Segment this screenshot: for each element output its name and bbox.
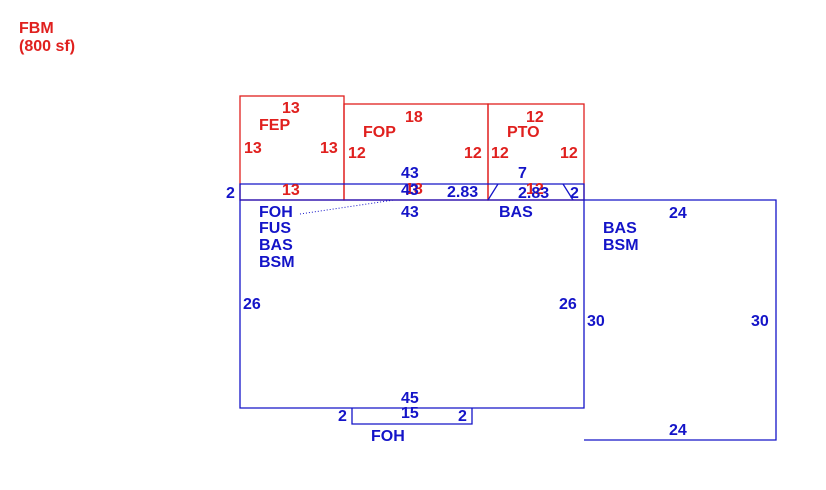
fep-bottom-dim: 13 bbox=[282, 182, 300, 199]
fop-bottom-dim: 18 bbox=[405, 181, 423, 198]
pto-label: PTO bbox=[507, 124, 540, 141]
east-code-1: BAS bbox=[603, 220, 637, 237]
fep-label: FEP bbox=[259, 117, 290, 134]
bump-right-dim: 2 bbox=[458, 408, 467, 425]
fep-right-dim: 13 bbox=[320, 140, 338, 157]
east-left-dim: 30 bbox=[587, 313, 605, 330]
bump-outline bbox=[351, 408, 473, 425]
strip-diagonal-left bbox=[487, 183, 499, 201]
bump-left-dim: 2 bbox=[338, 408, 347, 425]
main-outline bbox=[239, 183, 585, 409]
fep-top-dim: 13 bbox=[282, 100, 300, 117]
east-outline bbox=[584, 199, 777, 441]
main-code-2: FUS bbox=[259, 220, 291, 237]
main-notch-label: BAS bbox=[499, 204, 533, 221]
fop-top-dim: 18 bbox=[405, 109, 423, 126]
bump-top-dim: 15 bbox=[401, 405, 419, 422]
fep-left-dim: 13 bbox=[244, 140, 262, 157]
strip-diagonal-right bbox=[562, 183, 574, 201]
fop-label: FOP bbox=[363, 124, 396, 141]
pto-bottom-dim: 12 bbox=[526, 181, 544, 198]
east-right-dim: 30 bbox=[751, 313, 769, 330]
fop-left-dim: 12 bbox=[348, 145, 366, 162]
main-code-4: BSM bbox=[259, 254, 295, 271]
main-code-3: BAS bbox=[259, 237, 293, 254]
fop-right-dim: 12 bbox=[464, 145, 482, 162]
strip-bottom-dim: 43 bbox=[401, 182, 419, 199]
east-top-dim: 24 bbox=[669, 205, 687, 222]
main-code-1: FOH bbox=[259, 204, 293, 221]
strip-diagonal-dim-right: 2.83 bbox=[518, 185, 549, 202]
main-bottom-dim: 45 bbox=[401, 390, 419, 407]
strip-left-dim: 2 bbox=[226, 185, 235, 202]
legend-area: (800 sf) bbox=[19, 38, 75, 55]
pto-right-dim: 12 bbox=[560, 145, 578, 162]
east-code-2: BSM bbox=[603, 237, 639, 254]
east-bottom-dim: 24 bbox=[669, 422, 687, 439]
bump-label: FOH bbox=[371, 428, 405, 445]
pto-left-dim: 12 bbox=[491, 145, 509, 162]
main-right-dim: 26 bbox=[559, 296, 577, 313]
main-left-dim: 26 bbox=[243, 296, 261, 313]
leader-line bbox=[299, 199, 395, 215]
legend-code: FBM bbox=[19, 20, 54, 37]
strip-notch-dim: 7 bbox=[518, 165, 527, 182]
pto-top-dim: 12 bbox=[526, 109, 544, 126]
main-top-dim: 43 bbox=[401, 204, 419, 221]
strip-right-dim: 2 bbox=[570, 185, 579, 202]
strip-top-dim: 43 bbox=[401, 165, 419, 182]
strip-diagonal-dim-left: 2.83 bbox=[447, 184, 478, 201]
